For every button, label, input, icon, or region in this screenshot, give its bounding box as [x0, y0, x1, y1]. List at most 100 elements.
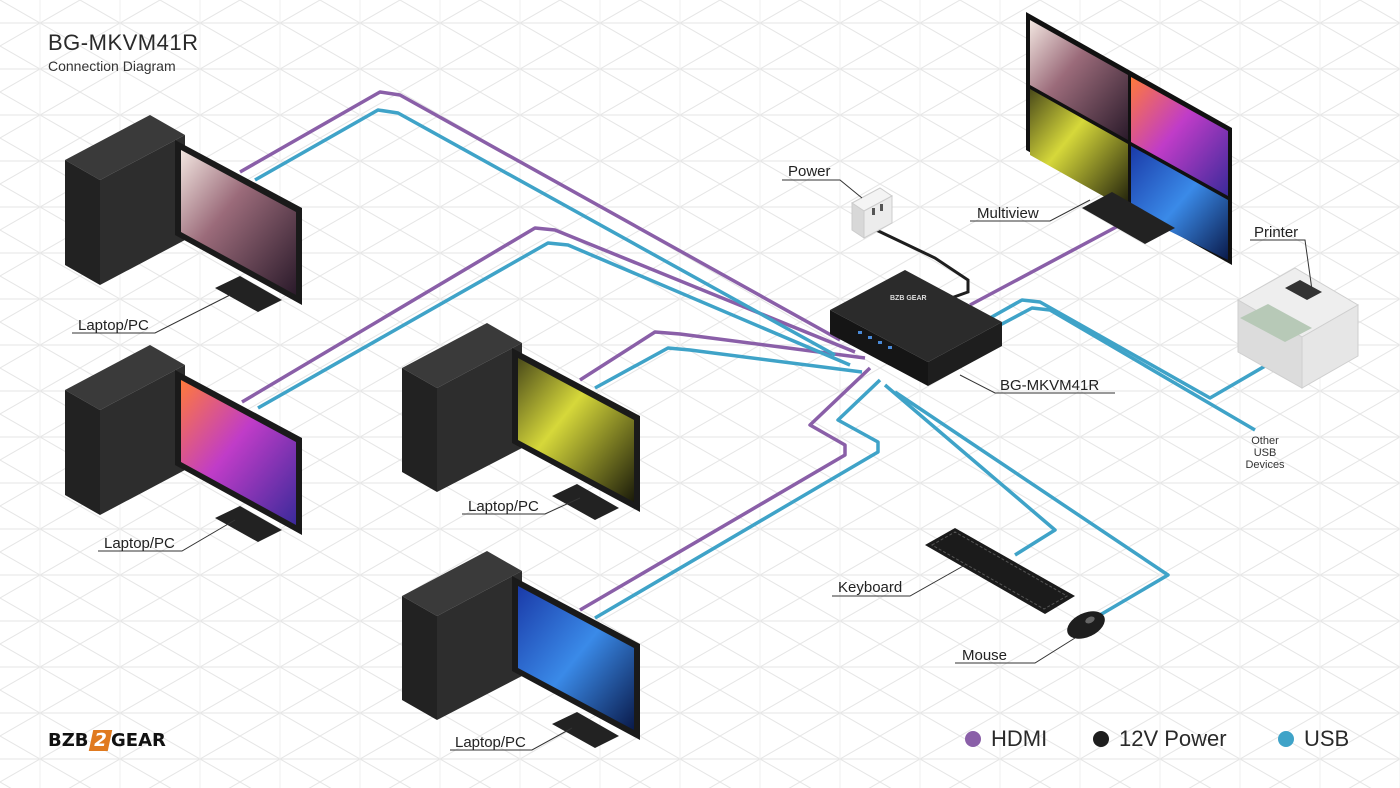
label-mouse: Mouse [962, 647, 1007, 664]
legend-usb: USB [1278, 726, 1349, 752]
computer-3 [402, 323, 640, 520]
leader-device [959, 374, 1115, 394]
computer-1 [65, 115, 302, 312]
label-keyboard: Keyboard [838, 579, 902, 596]
legend-power-dot [1093, 731, 1109, 747]
pc3-tower-front [402, 368, 437, 492]
pc1-tower-front [65, 160, 100, 285]
label-device: BG-MKVM41R [1000, 377, 1099, 394]
outlet-slot-left [872, 208, 875, 215]
keyboard [925, 528, 1075, 614]
multiview-quad-2 [1131, 77, 1228, 196]
hdmi-cables [239, 90, 1121, 612]
label-other-usb-1: Other [1251, 435, 1279, 447]
legend-hdmi-dot [965, 731, 981, 747]
usb-cable-pc4 [594, 378, 882, 620]
multiview-quad-3 [1030, 89, 1128, 210]
leader-power [782, 179, 863, 199]
usb-cable-pc1 [254, 108, 836, 357]
label-printer: Printer [1254, 224, 1298, 241]
label-multiview: Multiview [977, 205, 1039, 222]
pc1-monitor-screen [181, 150, 296, 295]
hdmi-cable-pc4 [579, 366, 872, 612]
leader-printer [1250, 239, 1313, 291]
hdmi-cable-multiview [969, 223, 1121, 307]
label-other-usb-3: Devices [1245, 459, 1285, 471]
page-subtitle: Connection Diagram [48, 58, 176, 74]
kvm-brand-mark: BZB GEAR [890, 295, 927, 302]
label-pc3: Laptop/PC [468, 498, 539, 515]
leader-pc3 [462, 497, 581, 515]
logo-right: GEAR [111, 730, 166, 751]
pc2-monitor-screen [181, 380, 296, 525]
pc4-tower-front [402, 596, 437, 720]
usb-cable-keyboard [883, 383, 1057, 557]
hdmi-cable-pc2 [241, 226, 856, 404]
hdmi-cable-pc1 [239, 90, 841, 342]
pc4-monitor-screen [518, 586, 634, 730]
brand-logo: BZB 2 GEAR [48, 730, 166, 751]
pc4-tower-top [402, 551, 522, 616]
printer-slot [1285, 280, 1322, 300]
pc1-tower-side [100, 135, 185, 285]
usb-cable-mouse [894, 390, 1170, 617]
keyboard-body [925, 528, 1075, 614]
label-pc1: Laptop/PC [78, 317, 149, 334]
pc2-tower-top [65, 345, 185, 410]
pc3-tower-side [437, 343, 522, 492]
logo-middle: 2 [88, 730, 112, 751]
mouse-wheel [1085, 616, 1095, 624]
label-pc4: Laptop/PC [455, 734, 526, 751]
leader-multiview [970, 199, 1091, 222]
kvm-front [830, 310, 928, 386]
usb-cable-other [999, 306, 1256, 432]
legend-power-label: 12V Power [1119, 726, 1227, 751]
pc3-monitor-stand [552, 484, 619, 520]
multiview-display [1026, 12, 1232, 265]
pc3-tower-top [402, 323, 522, 388]
keyboard-keys [930, 531, 1069, 610]
pc1-tower-top [65, 115, 185, 180]
power-outlet [851, 187, 893, 239]
pc2-monitor-stand [215, 506, 282, 542]
logo-left: BZB [48, 730, 89, 751]
kvm-top [830, 270, 1002, 362]
multiview-stand [1082, 192, 1175, 244]
kvm-device: BZB GEAR [830, 270, 1002, 386]
label-pc2: Laptop/PC [104, 535, 175, 552]
pc4-monitor-stand [552, 712, 619, 748]
legend-hdmi: HDMI [965, 726, 1047, 752]
outlet-face [863, 195, 893, 239]
pc2-tower-side [100, 365, 185, 515]
page-title: BG-MKVM41R [48, 30, 199, 55]
label-power: Power [788, 163, 831, 180]
kvm-side [928, 322, 1002, 386]
mouse-body [1067, 611, 1105, 639]
leader-pc2 [98, 519, 236, 552]
computer-4 [402, 551, 640, 748]
legend-hdmi-label: HDMI [991, 726, 1048, 751]
multiview-quad-1 [1030, 20, 1128, 140]
printer [1236, 267, 1359, 389]
mouse [1067, 611, 1105, 639]
usb-cable-pc2 [257, 241, 851, 410]
leader-pc4 [450, 727, 573, 751]
usb-cable-pc3 [594, 346, 863, 390]
legend-usb-dot [1278, 731, 1294, 747]
usb-cables [254, 108, 1273, 620]
pc4-tower-side [437, 571, 522, 720]
legend-usb-label: USB [1304, 726, 1350, 751]
power-cable [871, 226, 970, 304]
kvm-front-leds [858, 331, 892, 349]
label-other-usb-2: USB [1254, 447, 1277, 459]
pc1-monitor-stand [215, 276, 282, 312]
hdmi-cable-pc3 [579, 330, 866, 382]
printer-side [1301, 304, 1359, 389]
multiview-quad-4 [1131, 146, 1228, 260]
leader-pc1 [72, 294, 231, 334]
computer-2 [65, 345, 302, 542]
outlet-slot-right [880, 204, 883, 211]
leader-mouse [955, 637, 1076, 664]
leader-keyboard [832, 564, 966, 597]
